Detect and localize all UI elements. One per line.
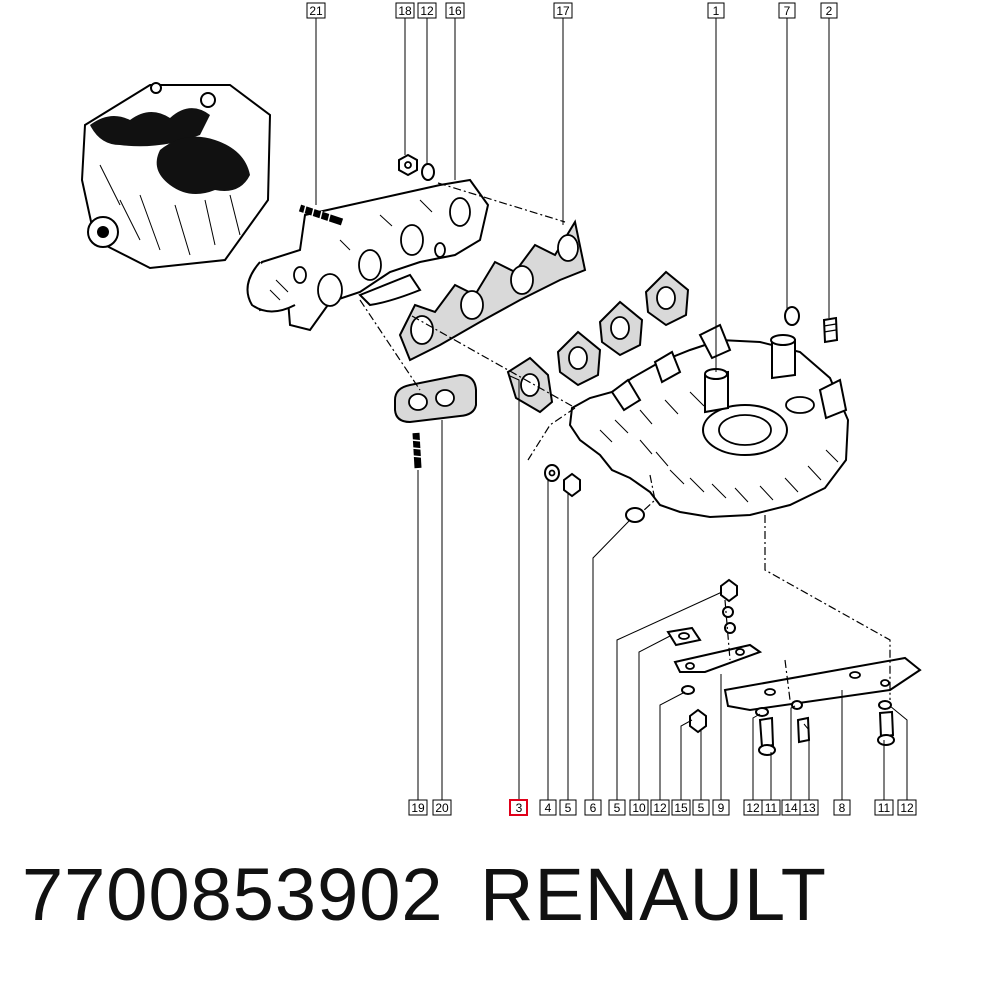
callout-8[interactable]: 8	[833, 799, 851, 816]
svg-text:17: 17	[556, 4, 570, 18]
svg-text:13: 13	[802, 801, 816, 815]
callout-6[interactable]: 6	[584, 799, 602, 816]
svg-text:14: 14	[784, 801, 798, 815]
callout-11[interactable]: 11	[761, 799, 781, 816]
exploded-parts-diagram: 21 18 12 16 17 1 7 2 19 20 3 4 5 6 5 10 …	[80, 2, 922, 816]
svg-text:21: 21	[309, 4, 323, 18]
port-gaskets	[556, 270, 690, 387]
svg-text:4: 4	[545, 801, 552, 815]
svg-text:18: 18	[398, 4, 412, 18]
callout-7[interactable]: 7	[778, 2, 796, 19]
svg-text:5: 5	[614, 801, 621, 815]
callout-4[interactable]: 4	[539, 799, 557, 816]
intake-manifold-1	[568, 323, 850, 519]
svg-text:10: 10	[632, 801, 646, 815]
svg-text:8: 8	[839, 801, 846, 815]
callouts-top: 21 18 12 16 17 1 7 2	[306, 2, 838, 19]
svg-text:3: 3	[516, 801, 523, 815]
callout-16[interactable]: 16	[445, 2, 465, 19]
callout-18[interactable]: 18	[395, 2, 415, 19]
svg-text:12: 12	[420, 4, 434, 18]
callout-17[interactable]: 17	[553, 2, 573, 19]
part-number: 7700853902	[22, 853, 444, 936]
svg-text:6: 6	[590, 801, 597, 815]
leader-lines	[315, 18, 908, 800]
callout-13[interactable]: 13	[799, 799, 819, 816]
plug-6	[625, 507, 645, 523]
callout-12[interactable]: 12	[417, 2, 437, 19]
callout-12[interactable]: 12	[743, 799, 763, 816]
svg-text:7: 7	[784, 4, 791, 18]
manifold-gasket-17	[398, 219, 587, 362]
svg-text:12: 12	[746, 801, 760, 815]
callout-5[interactable]: 5	[559, 799, 577, 816]
callout-19[interactable]: 19	[408, 799, 428, 816]
callout-5[interactable]: 5	[608, 799, 626, 816]
stud-21	[298, 204, 344, 226]
exhaust-manifold-upper	[246, 178, 490, 332]
callout-12[interactable]: 12	[650, 799, 670, 816]
stud-19	[411, 432, 423, 469]
svg-text:16: 16	[448, 4, 462, 18]
svg-text:1: 1	[713, 4, 720, 18]
callout-1[interactable]: 1	[707, 2, 725, 19]
callout-14[interactable]: 14	[781, 799, 801, 816]
callout-10[interactable]: 10	[629, 799, 649, 816]
callout-3-highlighted[interactable]: 3	[509, 799, 528, 816]
nut-18	[398, 153, 418, 177]
svg-text:12: 12	[900, 801, 914, 815]
svg-text:20: 20	[435, 801, 449, 815]
svg-text:19: 19	[411, 801, 425, 815]
callout-9[interactable]: 9	[712, 799, 730, 816]
washer-4	[544, 464, 560, 482]
callout-5[interactable]: 5	[692, 799, 710, 816]
svg-text:2: 2	[826, 4, 833, 18]
engine-thumbnail-illustration	[80, 82, 272, 270]
svg-text:12: 12	[653, 801, 667, 815]
callout-11[interactable]: 11	[874, 799, 894, 816]
svg-text:15: 15	[674, 801, 688, 815]
callout-2[interactable]: 2	[820, 2, 838, 19]
svg-text:9: 9	[718, 801, 725, 815]
nut-5	[563, 472, 581, 498]
washer-12-upper	[421, 163, 435, 181]
svg-text:11: 11	[765, 801, 778, 815]
svg-text:5: 5	[565, 801, 572, 815]
stud-2	[822, 316, 839, 344]
bracket-assembly	[666, 578, 922, 756]
flange-gasket-20	[394, 373, 477, 424]
callouts-bottom: 19 20 3 4 5 6 5 10 12 15 5 9 12 11 14 13…	[408, 799, 917, 816]
plug-7	[784, 306, 800, 326]
brand-name: RENAULT	[480, 853, 827, 936]
svg-text:5: 5	[698, 801, 705, 815]
callout-21[interactable]: 21	[306, 2, 326, 19]
alignment-lines	[359, 182, 891, 701]
callout-15[interactable]: 15	[671, 799, 691, 816]
gasket-3	[506, 356, 554, 414]
callout-20[interactable]: 20	[432, 799, 452, 816]
callout-12[interactable]: 12	[897, 799, 917, 816]
svg-text:11: 11	[878, 801, 891, 815]
